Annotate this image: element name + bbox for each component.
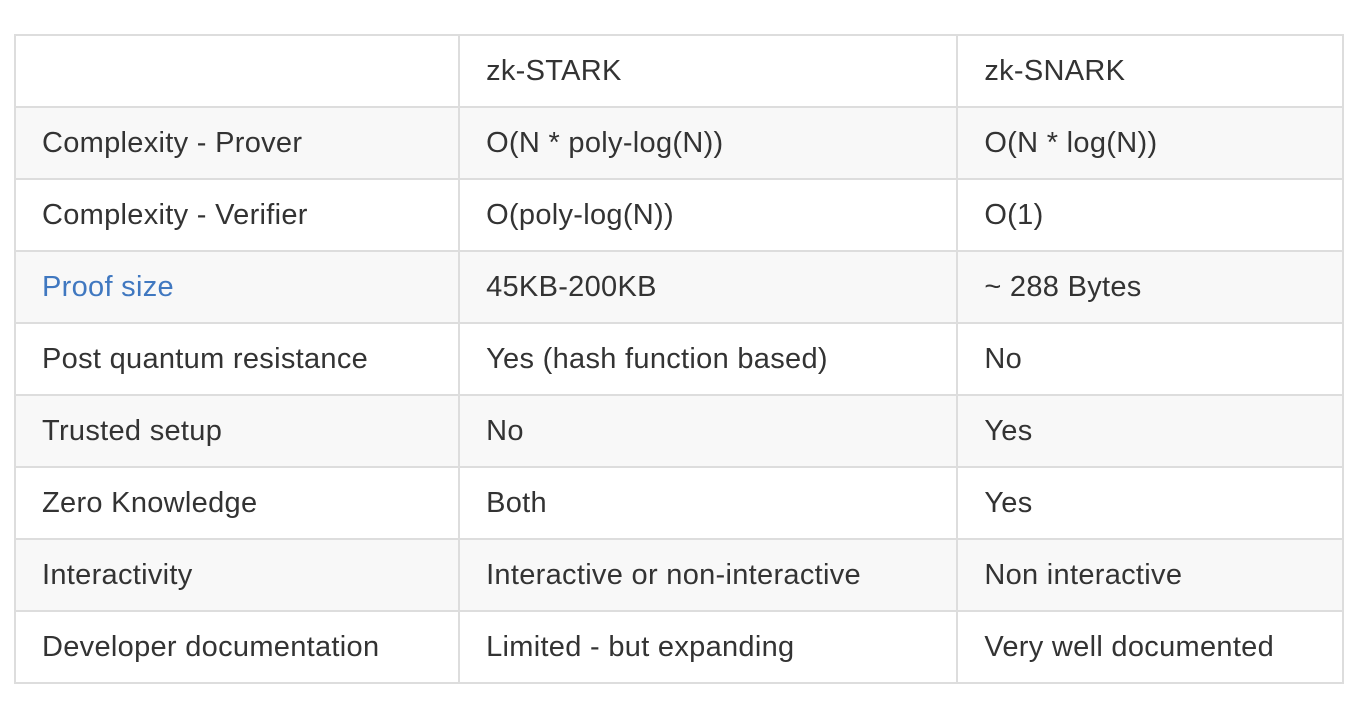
row-label: Zero Knowledge bbox=[13, 466, 461, 540]
table-row: Developer documentation Limited - but ex… bbox=[13, 610, 1344, 684]
table-row: Complexity - Prover O(N * poly-log(N)) O… bbox=[13, 106, 1344, 180]
stark-value: 45KB-200KB bbox=[458, 250, 959, 324]
row-label: Developer documentation bbox=[13, 610, 461, 684]
snark-value: Very well documented bbox=[956, 610, 1344, 684]
row-label: Interactivity bbox=[13, 538, 461, 612]
table-row: Interactivity Interactive or non-interac… bbox=[13, 538, 1344, 612]
snark-value: Non interactive bbox=[956, 538, 1344, 612]
header-empty bbox=[13, 34, 461, 108]
header-zk-stark: zk-STARK bbox=[458, 34, 959, 108]
snark-value: O(N * log(N)) bbox=[956, 106, 1344, 180]
stark-value: Interactive or non-interactive bbox=[458, 538, 959, 612]
stark-value: O(poly-log(N)) bbox=[458, 178, 959, 252]
table-row: Post quantum resistance Yes (hash functi… bbox=[13, 322, 1344, 396]
snark-value: ~ 288 Bytes bbox=[956, 250, 1344, 324]
snark-value: O(1) bbox=[956, 178, 1344, 252]
table-row: Complexity - Verifier O(poly-log(N)) O(1… bbox=[13, 178, 1344, 252]
row-label-cell: Proof size bbox=[13, 250, 461, 324]
stark-value: Both bbox=[458, 466, 959, 540]
row-label: Complexity - Prover bbox=[13, 106, 461, 180]
stark-value: No bbox=[458, 394, 959, 468]
row-label: Complexity - Verifier bbox=[13, 178, 461, 252]
table-row: Proof size 45KB-200KB ~ 288 Bytes bbox=[13, 250, 1344, 324]
zk-comparison-table: zk-STARK zk-SNARK Complexity - Prover O(… bbox=[13, 34, 1344, 684]
header-zk-snark: zk-SNARK bbox=[956, 34, 1344, 108]
stark-value: O(N * poly-log(N)) bbox=[458, 106, 959, 180]
snark-value: Yes bbox=[956, 466, 1344, 540]
table-row: Trusted setup No Yes bbox=[13, 394, 1344, 468]
stark-value: Limited - but expanding bbox=[458, 610, 959, 684]
proof-size-link[interactable]: Proof size bbox=[42, 270, 174, 303]
snark-value: Yes bbox=[956, 394, 1344, 468]
row-label: Post quantum resistance bbox=[13, 322, 461, 396]
table-row: Zero Knowledge Both Yes bbox=[13, 466, 1344, 540]
row-label: Trusted setup bbox=[13, 394, 461, 468]
snark-value: No bbox=[956, 322, 1344, 396]
stark-value: Yes (hash function based) bbox=[458, 322, 959, 396]
table-header-row: zk-STARK zk-SNARK bbox=[13, 34, 1344, 108]
